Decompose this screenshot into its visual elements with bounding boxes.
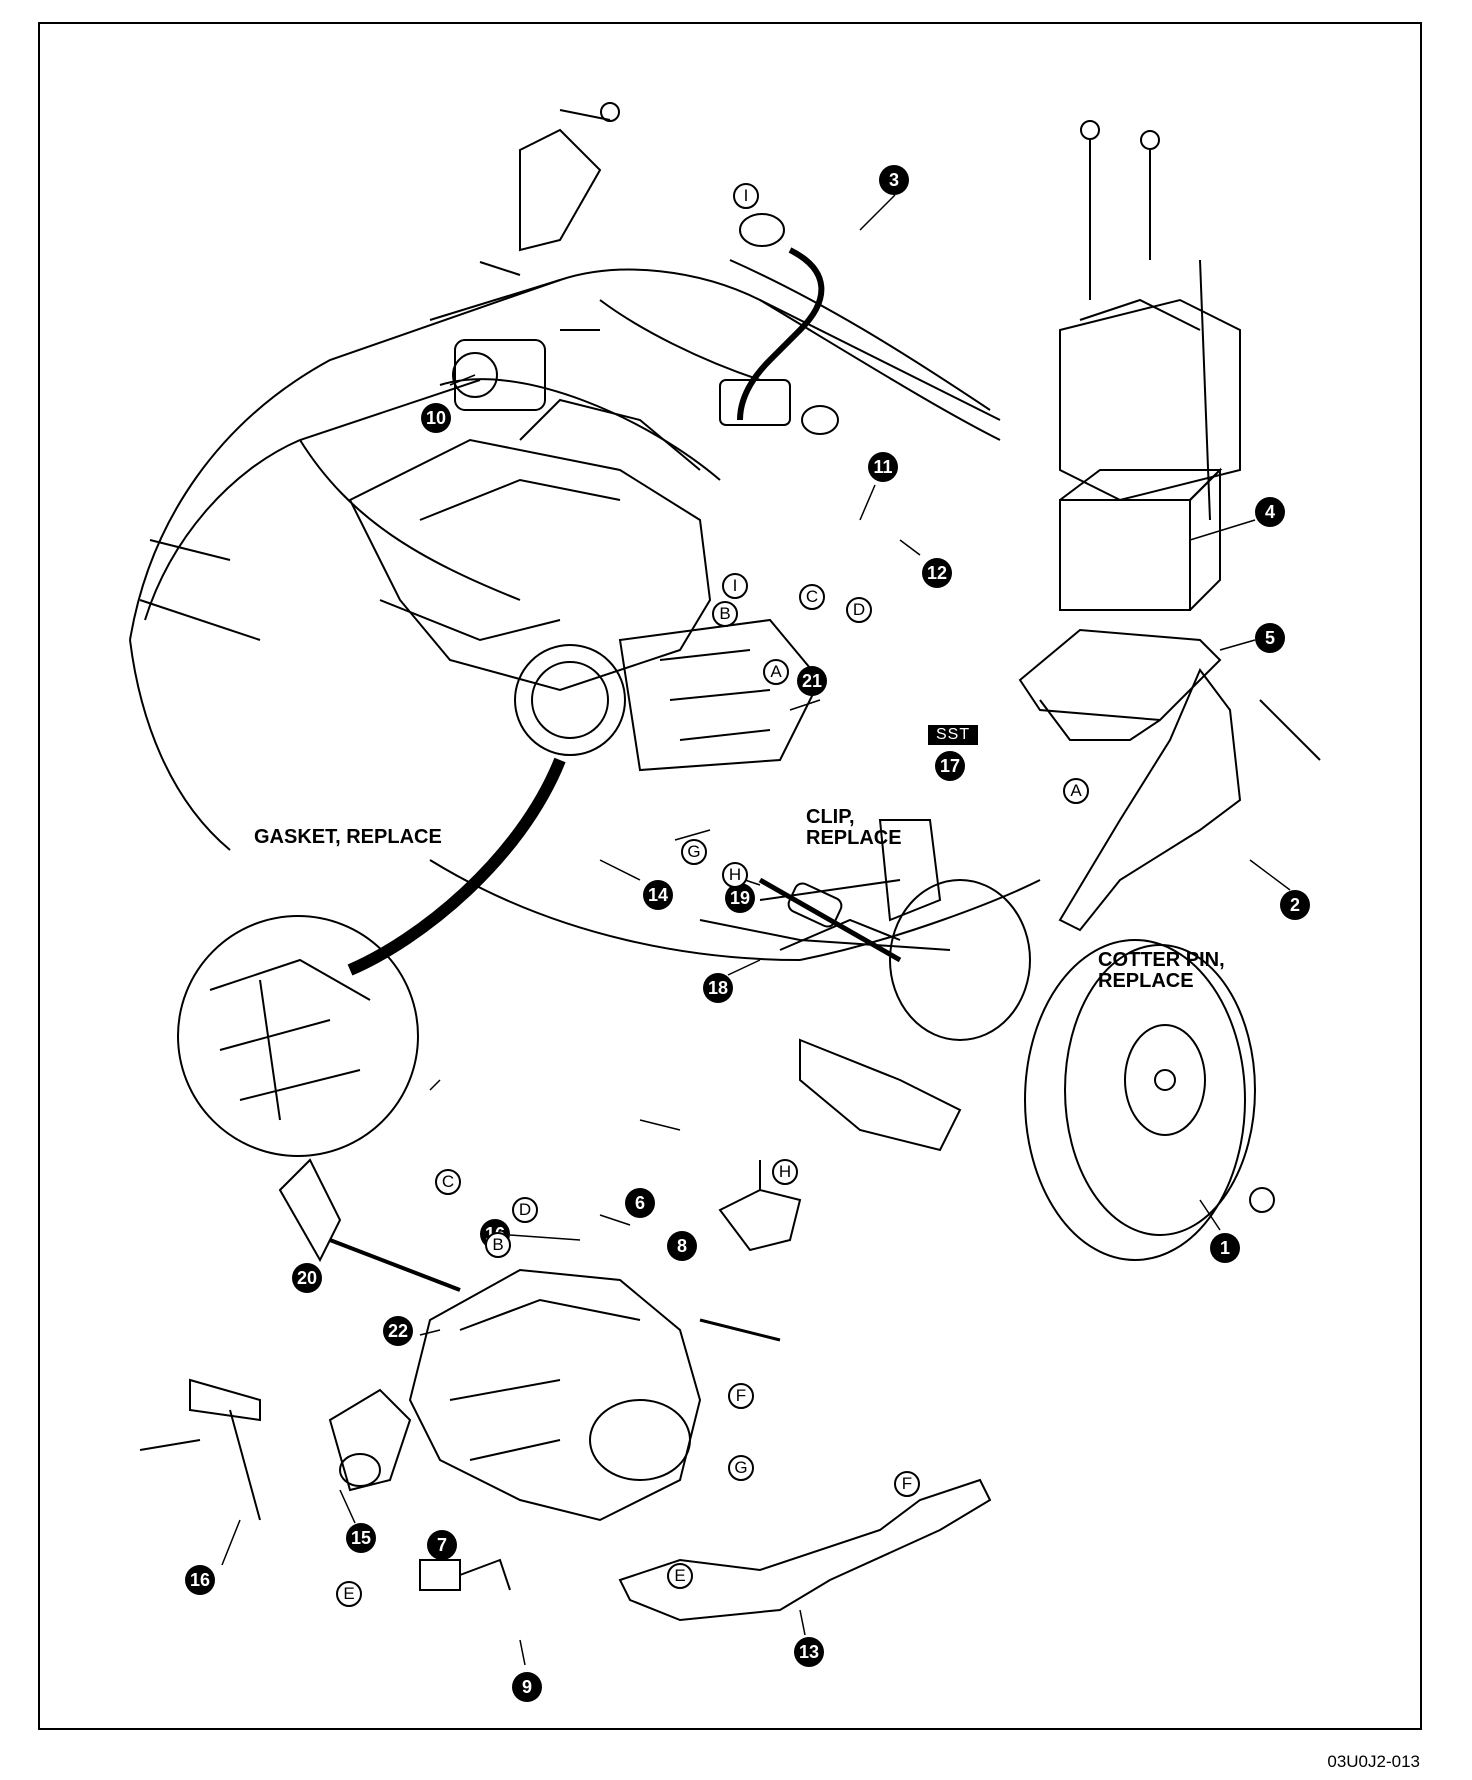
callout-20: 20: [292, 1263, 322, 1293]
engine-block: [348, 398, 822, 772]
callout-21: 21: [797, 666, 827, 696]
marker-B-engine: B: [712, 601, 738, 627]
callout-15: 15: [346, 1523, 376, 1553]
note-clip-replace: CLIP, REPLACE: [806, 806, 902, 849]
diagram-frame: [38, 22, 1422, 1730]
callout-3: 3: [879, 165, 909, 195]
marker-G-upper: G: [681, 839, 707, 865]
callout-14: 14: [643, 880, 673, 910]
marker-B-lower: B: [485, 1232, 511, 1258]
battery-tray: [1018, 628, 1222, 741]
marker-A-engine: A: [763, 659, 789, 685]
marker-C-lower: C: [435, 1169, 461, 1195]
marker-H-upper: H: [722, 862, 748, 888]
marker-C-upper: C: [799, 584, 825, 610]
marker-I-upper: I: [733, 183, 759, 209]
lower-control-arm: [799, 1038, 962, 1152]
callout-11: 11: [868, 452, 898, 482]
callout-13: 13: [794, 1637, 824, 1667]
note-gasket-replace: GASKET, REPLACE: [254, 826, 442, 848]
engine-mount-bracket: [718, 1160, 802, 1252]
callout-19: 19: [725, 883, 755, 913]
callout-16-lower: 16: [185, 1565, 215, 1595]
callout-18: 18: [703, 973, 733, 1003]
callout-1: 1: [1210, 1233, 1240, 1263]
marker-H-mount: H: [772, 1159, 798, 1185]
driveshaft: [758, 877, 902, 963]
shift-rod: [278, 1158, 461, 1292]
callout-8: 8: [667, 1231, 697, 1261]
callout-12: 12: [922, 558, 952, 588]
callout-22: 22: [383, 1316, 413, 1346]
marker-I-engine: I: [722, 573, 748, 599]
battery-assembly: [1059, 120, 1241, 611]
splash-shield: [1058, 668, 1321, 932]
callout-7: 7: [427, 1530, 457, 1560]
crossmember: [618, 1478, 992, 1622]
marker-F-crossmember: F: [894, 1471, 920, 1497]
marker-D-lower: D: [512, 1197, 538, 1223]
steering-knuckle: [759, 819, 1031, 1041]
car-body-outline: [129, 259, 1041, 961]
starter-motor: [452, 102, 620, 411]
leader-lines: [221, 194, 1291, 1666]
callout-17: 17: [935, 751, 965, 781]
marker-E-mount: E: [336, 1581, 362, 1607]
callout-4: 4: [1255, 497, 1285, 527]
callout-6: 6: [625, 1188, 655, 1218]
transaxle-mount: [139, 1378, 412, 1521]
callout-9: 9: [512, 1672, 542, 1702]
sst-tag: SST: [928, 725, 979, 745]
detail-inset-circle: [177, 915, 419, 1157]
note-cotter-pin-replace: COTTER PIN, REPLACE: [1098, 949, 1225, 992]
marker-D-upper: D: [846, 597, 872, 623]
exhaust-pipe: [347, 757, 566, 976]
callout-5: 5: [1255, 623, 1285, 653]
wheel: [1024, 939, 1275, 1261]
speed-sensor: [419, 1558, 511, 1591]
figure-code: 03U0J2-013: [1327, 1752, 1420, 1771]
marker-G-lower: G: [728, 1455, 754, 1481]
marker-E-crossmember: E: [667, 1563, 693, 1589]
marker-F-transaxle: F: [728, 1383, 754, 1409]
marker-A-tray: A: [1063, 778, 1089, 804]
callout-2: 2: [1280, 890, 1310, 920]
transaxle: [408, 1268, 781, 1522]
air-intake-hose: [719, 213, 839, 435]
callout-10: 10: [421, 403, 451, 433]
